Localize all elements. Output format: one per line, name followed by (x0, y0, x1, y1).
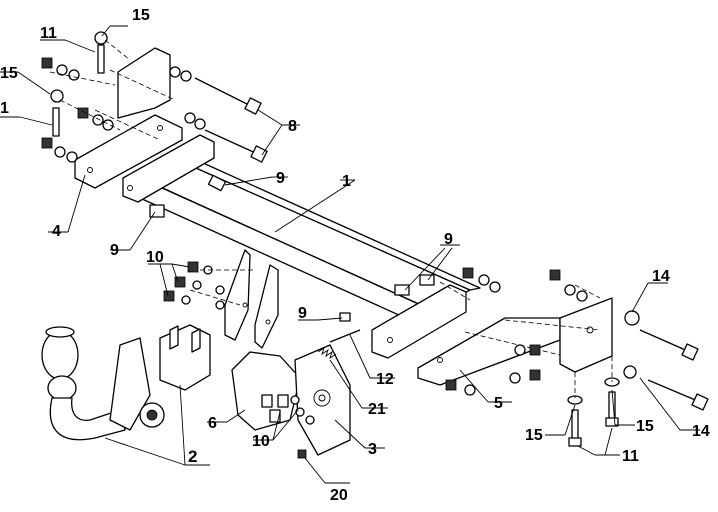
nuts-left (41, 31, 114, 163)
label-21: 21 (368, 401, 386, 418)
nuts-right (445, 267, 588, 396)
label-9-center: 9 (298, 305, 307, 322)
socket-plate (294, 344, 351, 456)
bolts-8 (194, 77, 268, 163)
label-9-left: 9 (110, 242, 119, 259)
alignment-lines (49, 39, 613, 398)
label-15-lower-left: 15 (525, 427, 543, 444)
label-10-lower: 10 (252, 433, 270, 450)
left-side-bracket (74, 47, 215, 203)
label-9-upper: 9 (276, 170, 285, 187)
label-2: 2 (188, 447, 197, 466)
part-labels: 15 11 15 1 4 8 9 1 9 10 9 14 9 12 5 21 6… (0, 7, 710, 504)
label-12: 12 (376, 371, 394, 388)
label-11-lower: 11 (622, 448, 639, 465)
mounting-block (159, 324, 211, 391)
label-5: 5 (494, 395, 503, 412)
label-4: 4 (52, 223, 61, 240)
label-11-left: 1 (0, 100, 9, 117)
label-14-upper: 14 (652, 268, 670, 285)
label-20: 20 (330, 487, 348, 504)
label-9-right: 9 (444, 231, 453, 248)
bolts-10-upper (163, 261, 225, 310)
label-1: 1 (342, 173, 351, 190)
label-8: 8 (288, 118, 297, 135)
label-15-top: 15 (132, 7, 150, 24)
label-15-left: 15 (0, 65, 18, 82)
nuts-upper (169, 66, 206, 130)
label-15-lower-right: 15 (636, 418, 654, 435)
label-6: 6 (208, 415, 217, 432)
label-14-lower: 14 (692, 423, 710, 440)
tow-ball-hook (41, 326, 165, 441)
label-3: 3 (368, 441, 377, 458)
right-side-bracket (371, 284, 613, 386)
label-10-upper: 10 (146, 249, 164, 266)
bolts-14 (623, 310, 709, 411)
spring-and-bolt (317, 312, 361, 360)
bolts-11-lower (567, 377, 620, 447)
label-11-top: 11 (40, 25, 57, 42)
nut-20 (297, 449, 307, 459)
leader-lines (0, 25, 700, 484)
